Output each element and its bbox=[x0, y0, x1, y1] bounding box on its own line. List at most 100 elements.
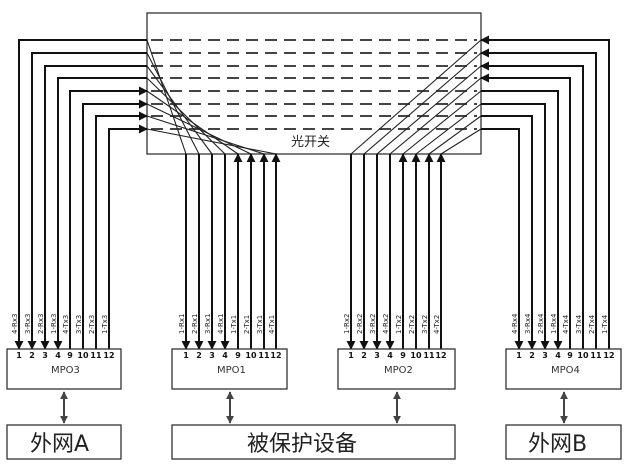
mpo2-fiber-label: 1-Tx2 bbox=[395, 315, 403, 334]
mpo1-pin-2: 2 bbox=[196, 351, 202, 360]
mpo3-pin-9: 9 bbox=[67, 351, 73, 360]
fiber-mpo4-7 bbox=[480, 48, 597, 349]
fiber-mpo4-3 bbox=[481, 103, 550, 350]
mpo2-pin-11: 11 bbox=[423, 351, 435, 360]
mpo3-fiber-label: 2-Tx3 bbox=[88, 315, 96, 334]
mpo4-pin-4: 4 bbox=[555, 351, 561, 360]
fiber-mpo4-8 bbox=[480, 35, 610, 349]
mpo3-pin-1: 1 bbox=[16, 351, 22, 360]
switch-internal-paths bbox=[146, 39, 482, 155]
mpo1-connector: MPO1 bbox=[171, 348, 288, 390]
mpo2-label: MPO2 bbox=[384, 365, 413, 376]
fiber-mpo3-7 bbox=[95, 111, 148, 349]
fiber-wires bbox=[14, 35, 610, 350]
mpo1-pin-11: 11 bbox=[258, 351, 270, 360]
fiber-mpo3-1 bbox=[14, 39, 147, 350]
mpo4-pin-12: 12 bbox=[603, 351, 614, 360]
protected-device: 被保护设备 bbox=[171, 424, 456, 460]
mpo1-pin-3: 3 bbox=[209, 351, 215, 360]
mpo4-pin-2: 2 bbox=[529, 351, 535, 360]
mpo2-pin-10: 10 bbox=[410, 351, 422, 360]
mpo4-pin-9: 9 bbox=[567, 351, 573, 360]
mpo1-pin-12: 12 bbox=[270, 351, 281, 360]
mpo4-pin-1: 1 bbox=[516, 351, 522, 360]
external-network-b: 外网B bbox=[505, 424, 622, 460]
switch-diagonal-right bbox=[428, 115, 482, 155]
mpo1-fiber-label: 3-Tx1 bbox=[256, 315, 264, 334]
mpo1-fiber-label: 2-Rx1 bbox=[191, 314, 199, 334]
switch-diagonal-right bbox=[415, 103, 482, 155]
mpo4-pin-11: 11 bbox=[590, 351, 602, 360]
mpo3-pin-10: 10 bbox=[77, 351, 89, 360]
mpo2-pin-3: 3 bbox=[374, 351, 380, 360]
switch-diagonal-right bbox=[402, 90, 482, 155]
mpo1-fiber-label: 2-Tx1 bbox=[243, 315, 251, 334]
fiber-mpo4-5 bbox=[480, 73, 571, 349]
mpo4-fiber-label: 1-Rx4 bbox=[550, 313, 558, 334]
external-network-a: 外网A bbox=[6, 424, 122, 460]
mpo3-pin-4: 4 bbox=[55, 351, 61, 360]
switch-diagonal-right bbox=[389, 77, 482, 155]
switch-diagonal-right bbox=[376, 65, 482, 155]
mpo3-connector: MPO3 bbox=[6, 348, 122, 390]
mpo4-fiber-label: 2-Tx4 bbox=[588, 314, 596, 334]
mpo1-fiber-label: 1-Tx1 bbox=[230, 315, 238, 334]
mpo2-fiber-label: 3-Tx2 bbox=[421, 315, 429, 334]
mpo4-label: MPO4 bbox=[551, 365, 580, 376]
mpo4-fiber-label: 3-Tx4 bbox=[575, 314, 583, 334]
fiber-mpo3-4 bbox=[53, 77, 147, 350]
fiber-mpo3-3 bbox=[40, 65, 147, 350]
mpo1-label: MPO1 bbox=[217, 365, 246, 376]
mpo4-fiber-label: 4-Rx4 bbox=[511, 313, 519, 334]
mpo3-fiber-label: 2-Rx3 bbox=[37, 314, 45, 334]
fiber-mpo3-2 bbox=[27, 52, 147, 350]
mpo1-pin-9: 9 bbox=[235, 351, 241, 360]
mpo4-fiber-label: 3-Rx4 bbox=[524, 313, 532, 334]
switch-diagonal-right bbox=[350, 39, 482, 155]
mpo2-fiber-label: 4-Rx2 bbox=[382, 314, 390, 334]
mpo2-pin-2: 2 bbox=[361, 351, 367, 360]
fiber-mpo3-8 bbox=[108, 124, 148, 349]
mpo3-pin-12: 12 bbox=[103, 351, 114, 360]
mpo1-fiber-label: 1-Rx1 bbox=[178, 314, 186, 334]
mpo2-pin-4: 4 bbox=[387, 351, 393, 360]
mpo2-fiber-label: 2-Tx2 bbox=[408, 315, 416, 334]
mpo3-fiber-label: 4-Rx3 bbox=[11, 314, 19, 334]
mpo2-fiber-label: 4-Tx2 bbox=[433, 315, 441, 334]
fiber-mpo4-4 bbox=[481, 90, 563, 350]
mpo4-fiber-label: 2-Rx4 bbox=[537, 313, 545, 334]
switch-diagonal-left bbox=[146, 128, 277, 155]
mpo2-connector: MPO2 bbox=[337, 348, 456, 390]
mpo2-fiber-label: 1-Rx2 bbox=[343, 314, 351, 334]
mpo1-pin-10: 10 bbox=[245, 351, 257, 360]
mpo4-fiber-label: 4-Tx4 bbox=[562, 314, 570, 334]
switch-diagonal-right bbox=[440, 128, 482, 155]
mpo4-pin-10: 10 bbox=[577, 351, 589, 360]
switch-diagonal-right bbox=[363, 52, 482, 155]
fiber-mpo3-5 bbox=[69, 86, 148, 349]
optical-switch-label: 光开关 bbox=[291, 135, 330, 150]
mpo4-connector: MPO4 bbox=[505, 348, 622, 390]
mpo1-pin-4: 4 bbox=[222, 351, 228, 360]
fiber-mpo3-6 bbox=[82, 99, 148, 349]
mpo1-fiber-label: 4-Tx1 bbox=[268, 315, 276, 334]
mpo2-pin-12: 12 bbox=[435, 351, 446, 360]
mpo3-pin-11: 11 bbox=[90, 351, 102, 360]
mpo3-label: MPO3 bbox=[51, 365, 80, 376]
mpo2-pin-1: 1 bbox=[348, 351, 354, 360]
mpo1-fiber-label: 4-Rx1 bbox=[217, 314, 225, 334]
fiber-mpo4-1 bbox=[481, 128, 524, 350]
protected-device-label: 被保护设备 bbox=[247, 432, 357, 457]
mpo4-pin-3: 3 bbox=[542, 351, 548, 360]
external-network-a-label: 外网A bbox=[30, 432, 89, 457]
external-network-b-label: 外网B bbox=[528, 432, 587, 457]
fiber-mpo4-6 bbox=[480, 61, 584, 349]
fiber-mpo4-2 bbox=[481, 115, 537, 350]
mpo1-pin-1: 1 bbox=[183, 351, 189, 360]
mpo1-fiber-label: 3-Rx1 bbox=[204, 314, 212, 334]
mpo3-fiber-label: 3-Rx3 bbox=[24, 314, 32, 334]
mpo2-fiber-label: 3-Rx2 bbox=[369, 314, 377, 334]
